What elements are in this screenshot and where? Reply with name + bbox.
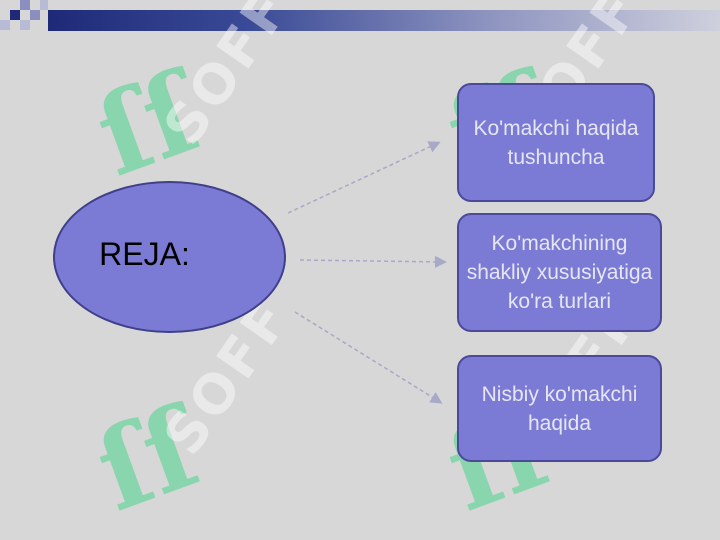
topic-box-2: Ko'makchining shakliy xususiyatiga ko'ra… <box>457 213 662 332</box>
topic-box-label: Ko'makchi haqida tushuncha <box>473 116 639 169</box>
arrow-to-node-3 <box>294 311 443 404</box>
topic-box-label: Ko'makchining shakliy xususiyatiga ko'ra… <box>466 232 653 313</box>
topic-box-3: Nisbiy ko'makchi haqida <box>457 355 662 462</box>
center-ellipse: REJA: <box>53 181 286 333</box>
top-gradient-bar <box>48 10 720 31</box>
arrow-to-node-1 <box>287 141 441 214</box>
top-decoration-squares <box>0 0 60 40</box>
arrow-to-node-2 <box>299 255 447 268</box>
topic-box-label: Nisbiy ko'makchi haqida <box>481 382 638 435</box>
center-label: REJA: <box>99 235 190 272</box>
topic-box-1: Ko'makchi haqida tushuncha <box>457 83 655 202</box>
